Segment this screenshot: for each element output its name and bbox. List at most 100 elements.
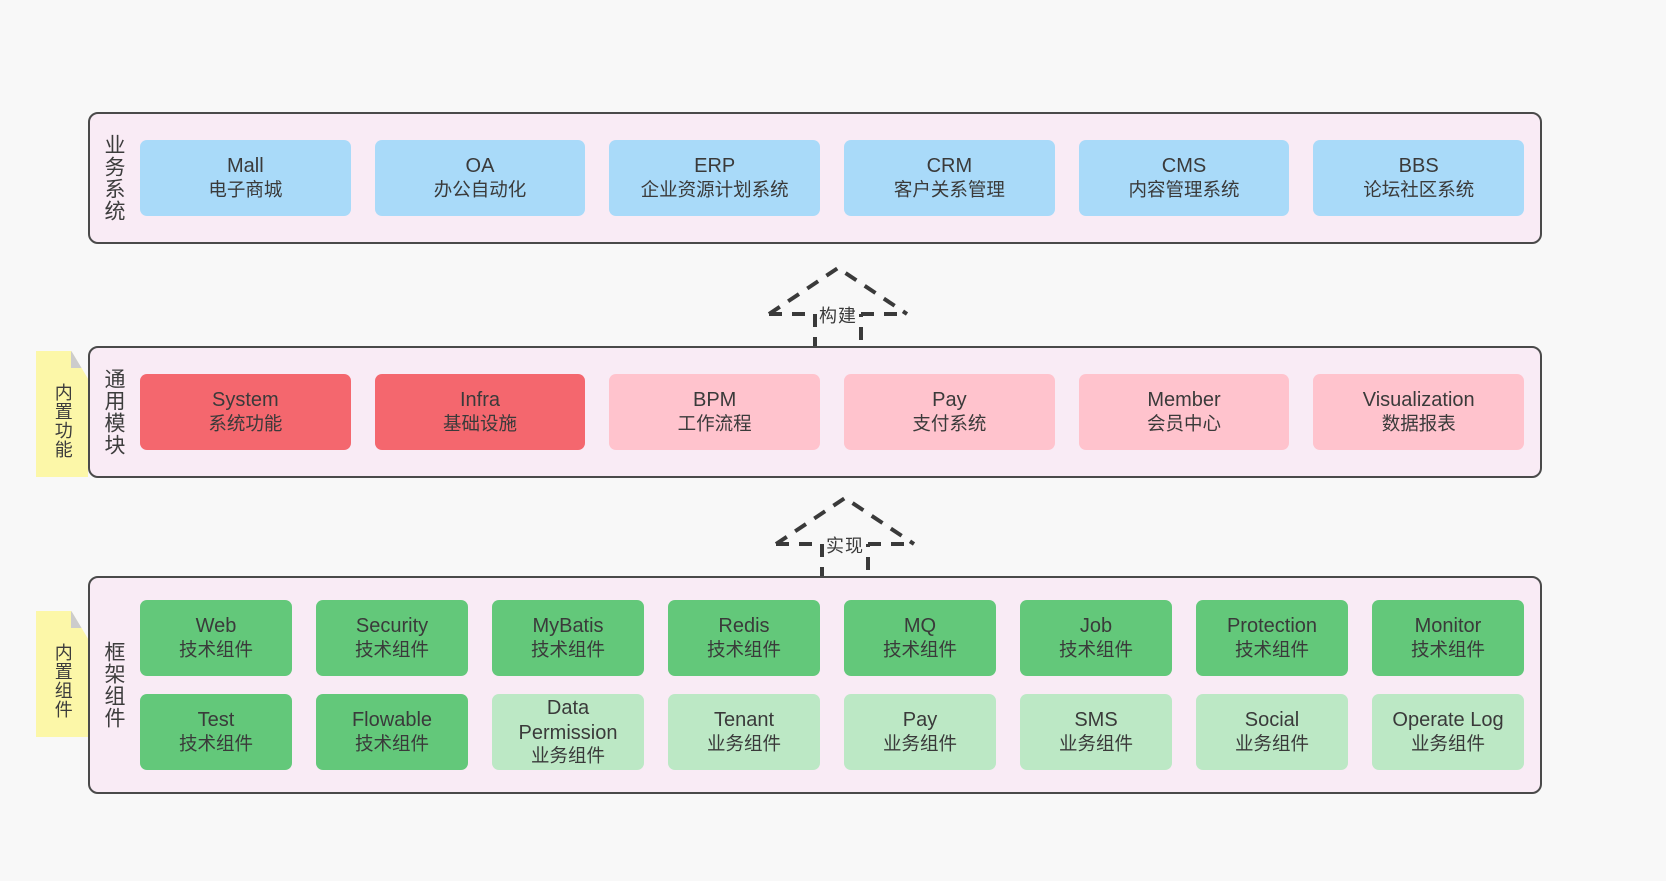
framework-tech-row: Web 技术组件 Security 技术组件 MyBatis 技术组件 Redi… bbox=[140, 600, 1524, 676]
node-social[interactable]: Social 业务组件 bbox=[1196, 694, 1348, 770]
node-flowable-subtitle: 技术组件 bbox=[354, 732, 429, 754]
node-oa[interactable]: OA 办公自动化 bbox=[374, 140, 586, 216]
node-job-subtitle: 技术组件 bbox=[1058, 638, 1133, 660]
node-protection[interactable]: Protection 技术组件 bbox=[1196, 600, 1348, 676]
layer-framework-component: 框架组件 Web 技术组件 Security 技术组件 MyBatis 技术组件… bbox=[88, 576, 1542, 794]
node-infra[interactable]: Infra 基础设施 bbox=[374, 374, 586, 450]
node-crm[interactable]: CRM 客户关系管理 bbox=[844, 140, 1055, 216]
node-mybatis[interactable]: MyBatis 技术组件 bbox=[492, 600, 644, 676]
node-web-subtitle: 技术组件 bbox=[178, 638, 253, 660]
node-crm-title: CRM bbox=[926, 155, 973, 178]
connector-build-label: 构建 bbox=[819, 306, 857, 326]
node-bbs[interactable]: BBS 论坛社区系统 bbox=[1313, 140, 1525, 216]
node-system-subtitle: 系统功能 bbox=[208, 412, 283, 434]
node-flowable-title: Flowable bbox=[351, 709, 433, 732]
node-sms-title: SMS bbox=[1074, 709, 1118, 732]
node-member-subtitle: 会员中心 bbox=[1147, 412, 1222, 434]
node-pay-module-title: Pay bbox=[932, 389, 967, 412]
node-data-permission[interactable]: Data Permission 业务组件 bbox=[492, 694, 644, 770]
node-cms-subtitle: 内容管理系统 bbox=[1128, 178, 1240, 200]
node-sms[interactable]: SMS 业务组件 bbox=[1020, 694, 1172, 770]
node-web-title: Web bbox=[195, 615, 237, 638]
node-mq[interactable]: MQ 技术组件 bbox=[844, 600, 996, 676]
note-builtin-component: 内置组件 bbox=[36, 611, 88, 737]
node-mybatis-subtitle: 技术组件 bbox=[530, 638, 605, 660]
node-flowable[interactable]: Flowable 技术组件 bbox=[316, 694, 468, 770]
node-operate-log-title: Operate Log bbox=[1392, 709, 1504, 732]
node-infra-subtitle: 基础设施 bbox=[443, 412, 518, 434]
node-erp-subtitle: 企业资源计划系统 bbox=[640, 178, 789, 200]
node-tenant-title: Tenant bbox=[713, 709, 775, 732]
node-visualization-subtitle: 数据报表 bbox=[1381, 412, 1456, 434]
node-erp[interactable]: ERP 企业资源计划系统 bbox=[609, 140, 821, 216]
node-mall-subtitle: 电子商城 bbox=[208, 178, 283, 200]
node-oa-title: OA bbox=[465, 155, 495, 178]
node-bbs-subtitle: 论坛社区系统 bbox=[1363, 178, 1475, 200]
node-monitor-subtitle: 技术组件 bbox=[1410, 638, 1485, 660]
node-security[interactable]: Security 技术组件 bbox=[316, 600, 468, 676]
node-mall[interactable]: Mall 电子商城 bbox=[140, 140, 351, 216]
node-pay-module-subtitle: 支付系统 bbox=[912, 412, 987, 434]
node-web[interactable]: Web 技术组件 bbox=[140, 600, 292, 676]
node-security-title: Security bbox=[355, 615, 429, 638]
node-redis-subtitle: 技术组件 bbox=[706, 638, 781, 660]
node-protection-title: Protection bbox=[1226, 615, 1318, 638]
connector-implement: 实现 bbox=[770, 492, 920, 584]
node-bpm-title: BPM bbox=[693, 389, 737, 412]
node-bpm-subtitle: 工作流程 bbox=[677, 412, 752, 434]
layer-common-module: 通用模块 System 系统功能 Infra 基础设施 BPM 工作流程 Pay… bbox=[88, 346, 1542, 478]
node-system[interactable]: System 系统功能 bbox=[140, 374, 351, 450]
node-data-permission-title: Data Permission bbox=[518, 696, 618, 744]
node-bpm[interactable]: BPM 工作流程 bbox=[609, 374, 821, 450]
node-test[interactable]: Test 技术组件 bbox=[140, 694, 292, 770]
note-builtin-feature: 内置功能 bbox=[36, 351, 88, 477]
node-pay-module[interactable]: Pay 支付系统 bbox=[844, 374, 1055, 450]
layer-business-system-body: Mall 电子商城 OA 办公自动化 ERP 企业资源计划系统 CRM 客户关系… bbox=[136, 114, 1540, 242]
node-bbs-title: BBS bbox=[1398, 155, 1439, 178]
node-member-title: Member bbox=[1147, 389, 1221, 412]
node-pay-component-title: Pay bbox=[902, 709, 938, 732]
node-tenant[interactable]: Tenant 业务组件 bbox=[668, 694, 820, 770]
node-visualization-title: Visualization bbox=[1362, 389, 1475, 412]
layer-business-system: 业务系统 Mall 电子商城 OA 办公自动化 ERP 企业资源计划系统 CRM… bbox=[88, 112, 1542, 244]
node-mq-title: MQ bbox=[903, 615, 937, 638]
node-cms-title: CMS bbox=[1161, 155, 1207, 178]
layer-common-module-label: 通用模块 bbox=[101, 368, 125, 456]
node-job-title: Job bbox=[1079, 615, 1113, 638]
node-cms[interactable]: CMS 内容管理系统 bbox=[1078, 140, 1290, 216]
node-redis-title: Redis bbox=[718, 615, 770, 638]
node-monitor[interactable]: Monitor 技术组件 bbox=[1372, 600, 1524, 676]
node-system-title: System bbox=[211, 389, 279, 412]
node-operate-log-subtitle: 业务组件 bbox=[1410, 732, 1485, 754]
node-test-subtitle: 技术组件 bbox=[178, 732, 253, 754]
connector-implement-label: 实现 bbox=[826, 536, 864, 556]
layer-business-system-label: 业务系统 bbox=[101, 134, 125, 222]
node-tenant-subtitle: 业务组件 bbox=[706, 732, 781, 754]
node-job[interactable]: Job 技术组件 bbox=[1020, 600, 1172, 676]
node-mall-title: Mall bbox=[227, 155, 264, 178]
node-redis[interactable]: Redis 技术组件 bbox=[668, 600, 820, 676]
framework-business-row: Test 技术组件 Flowable 技术组件 Data Permission … bbox=[140, 694, 1524, 770]
node-mq-subtitle: 技术组件 bbox=[882, 638, 957, 660]
node-visualization[interactable]: Visualization 数据报表 bbox=[1313, 374, 1525, 450]
note-fold-corner-icon bbox=[71, 351, 88, 368]
node-sms-subtitle: 业务组件 bbox=[1058, 732, 1133, 754]
node-protection-subtitle: 技术组件 bbox=[1234, 638, 1309, 660]
node-pay-component[interactable]: Pay 业务组件 bbox=[844, 694, 996, 770]
note-fold-corner-icon bbox=[71, 611, 88, 628]
node-oa-subtitle: 办公自动化 bbox=[433, 178, 527, 200]
layer-framework-component-body: Web 技术组件 Security 技术组件 MyBatis 技术组件 Redi… bbox=[136, 578, 1540, 792]
node-member[interactable]: Member 会员中心 bbox=[1078, 374, 1290, 450]
node-operate-log[interactable]: Operate Log 业务组件 bbox=[1372, 694, 1524, 770]
node-infra-title: Infra bbox=[459, 389, 501, 412]
note-builtin-component-label: 内置组件 bbox=[52, 643, 73, 719]
node-data-permission-subtitle: 业务组件 bbox=[530, 745, 605, 767]
node-social-title: Social bbox=[1244, 709, 1300, 732]
node-mybatis-title: MyBatis bbox=[532, 615, 604, 638]
node-security-subtitle: 技术组件 bbox=[354, 638, 429, 660]
node-social-subtitle: 业务组件 bbox=[1234, 732, 1309, 754]
layer-common-module-body: System 系统功能 Infra 基础设施 BPM 工作流程 Pay 支付系统… bbox=[136, 348, 1540, 476]
layer-framework-component-label: 框架组件 bbox=[101, 641, 125, 729]
node-crm-subtitle: 客户关系管理 bbox=[893, 178, 1005, 200]
